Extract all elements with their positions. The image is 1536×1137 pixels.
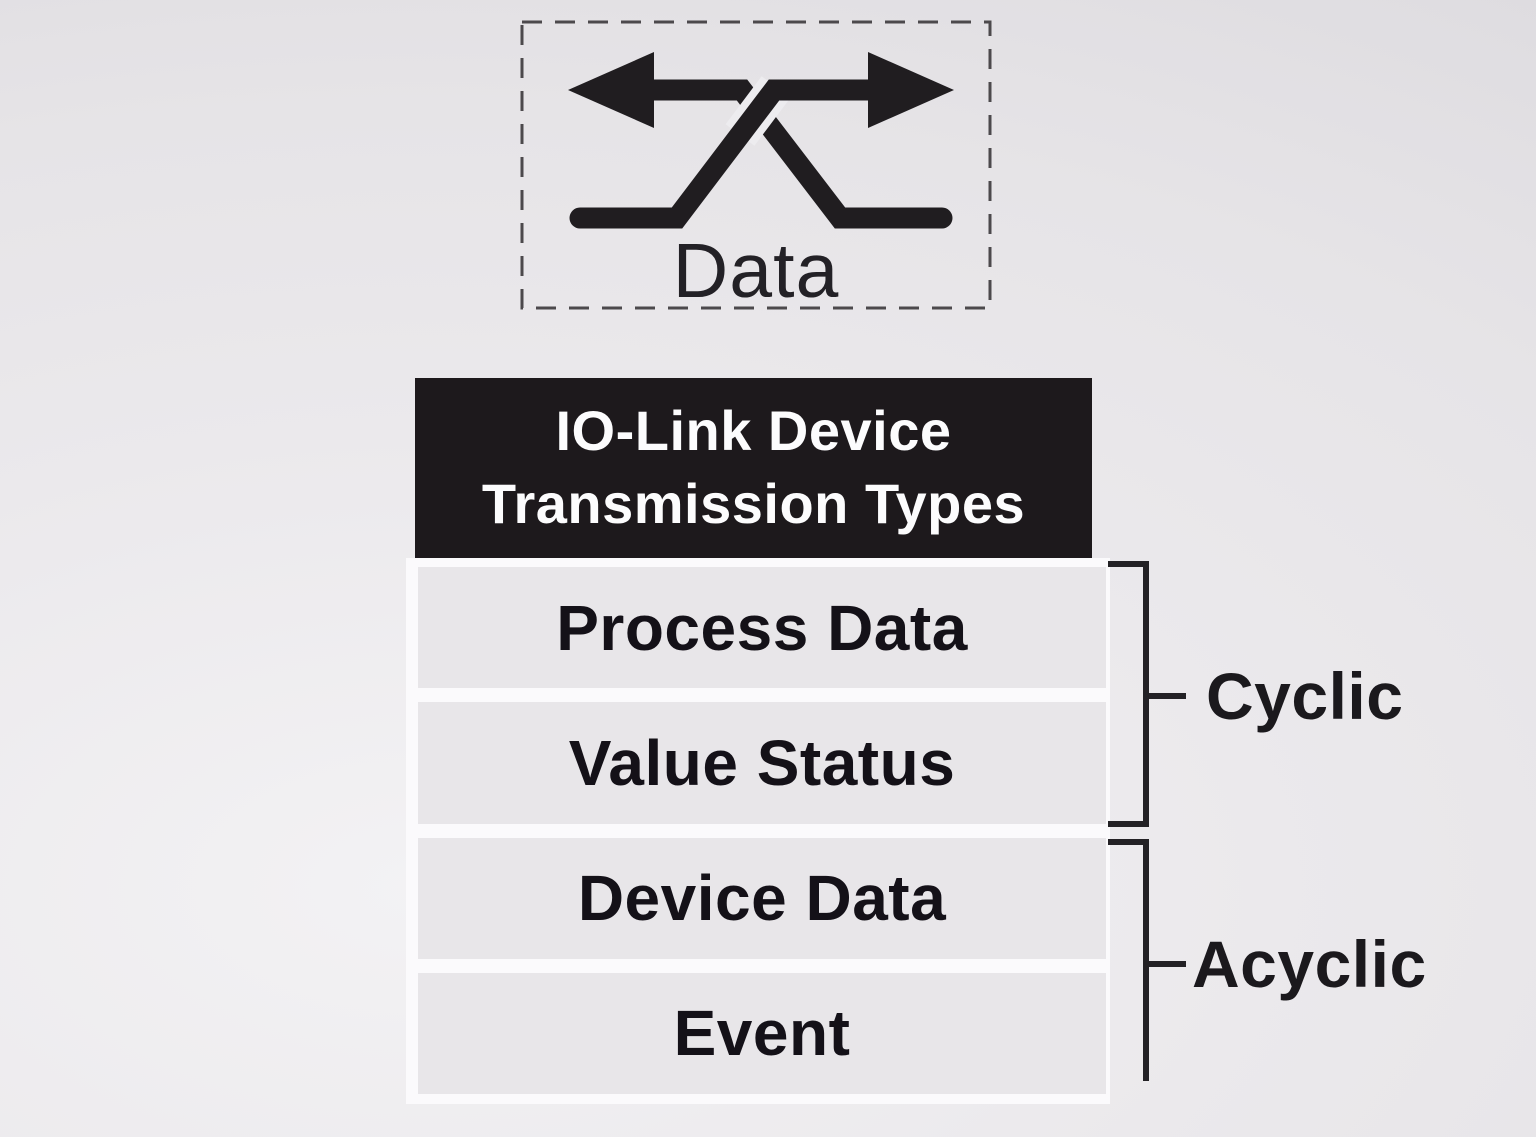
row-process-data: Process Data <box>418 567 1106 689</box>
group-brackets <box>1108 561 1186 1081</box>
right-arrowhead <box>868 52 954 128</box>
acyclic-bracket <box>1108 839 1149 1081</box>
row-value-status: Value Status <box>418 702 1106 824</box>
header-box: IO-Link Device Transmission Types <box>415 378 1092 558</box>
left-arrowhead <box>568 52 654 128</box>
row-device-data: Device Data <box>418 837 1106 959</box>
header-line-2: Transmission Types <box>481 472 1026 535</box>
cyclic-bracket <box>1108 561 1149 827</box>
group-label-cyclic: Cyclic <box>1206 659 1404 733</box>
rows-panel: Process Data Value Status Device Data Ev… <box>406 558 1110 1104</box>
group-label-acyclic: Acyclic <box>1192 927 1427 1001</box>
header-line-1: IO-Link Device <box>555 399 952 462</box>
data-symbol-box: Data <box>520 20 992 310</box>
bidirectional-crossed-arrows-icon <box>568 52 954 229</box>
data-symbol-label: Data <box>672 228 840 314</box>
row-event: Event <box>418 972 1106 1094</box>
dashed-border <box>520 20 992 310</box>
